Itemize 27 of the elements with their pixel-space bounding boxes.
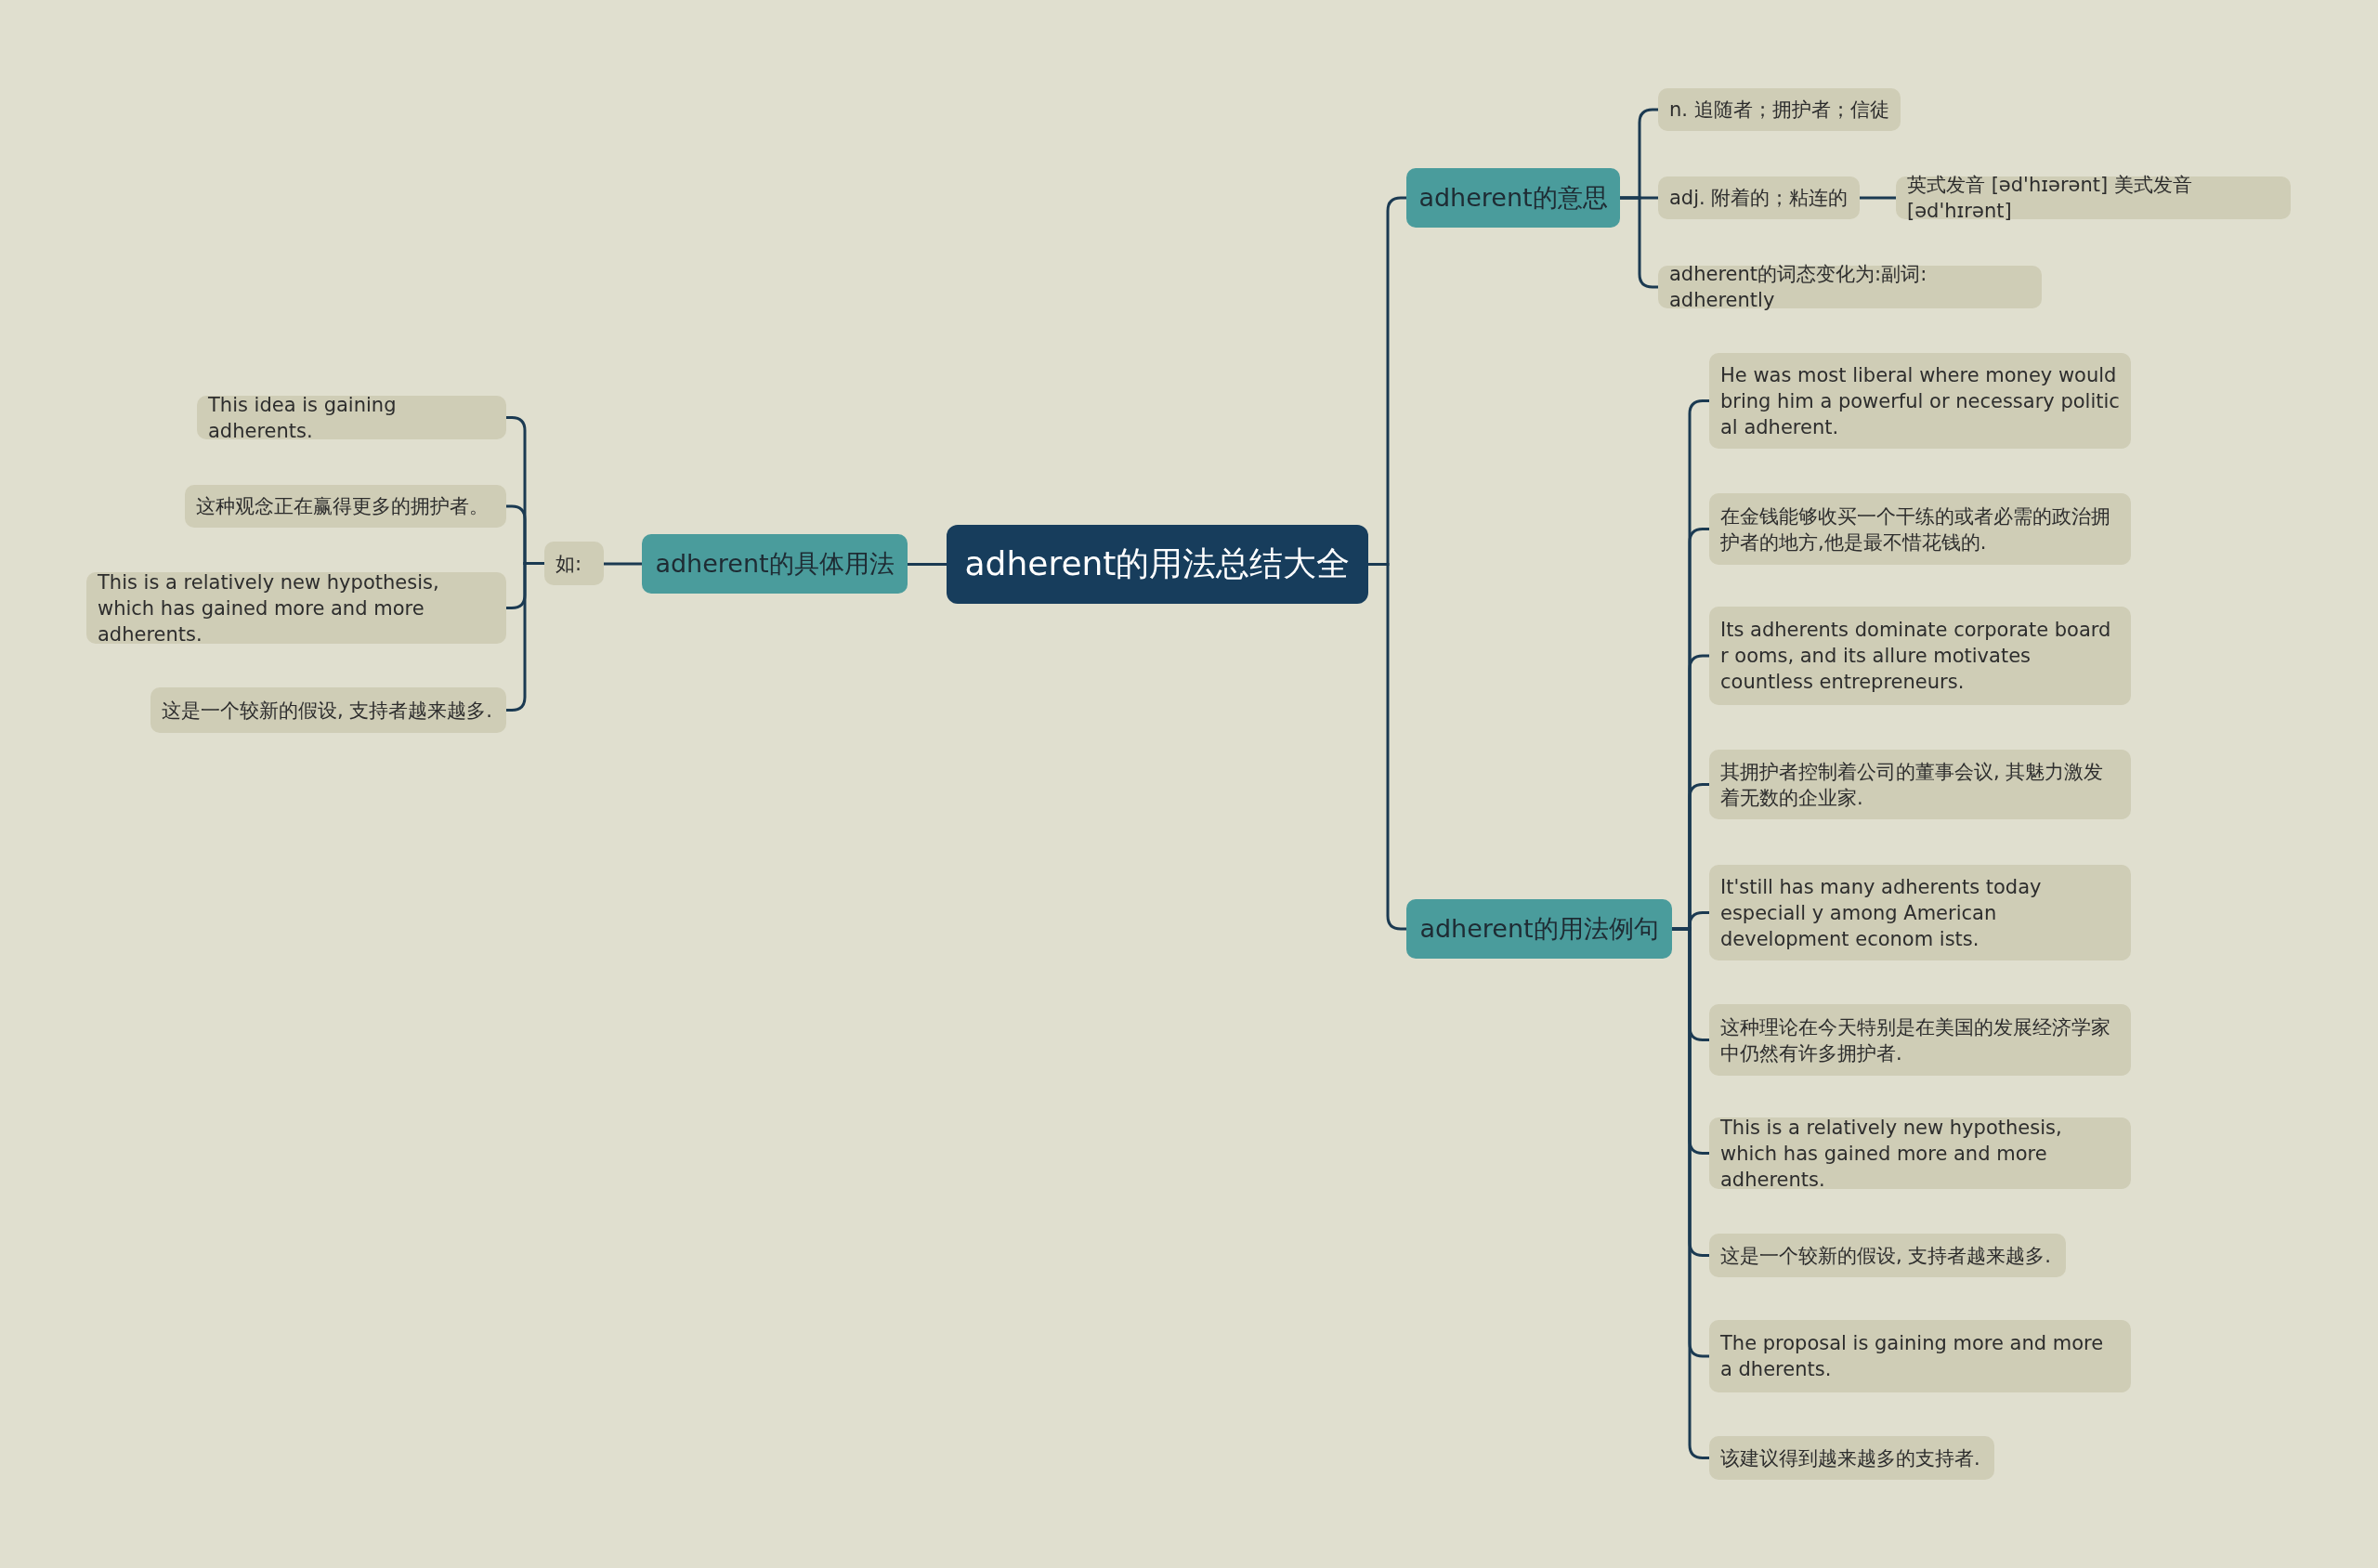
subtopic-box: It'still has many adherents today especiall y among American development econom ists. bbox=[1709, 865, 2131, 960]
subtopic-box: 这是一个较新的假设, 支持者越来越多. bbox=[1709, 1234, 2066, 1277]
subtopic-box: 这是一个较新的假设, 支持者越来越多. bbox=[150, 687, 506, 733]
subtopic-box: n. 追随者；拥护者；信徒 bbox=[1658, 88, 1901, 131]
branch-topic-box: adherent的用法例句 bbox=[1406, 899, 1672, 959]
subtopic-box: 该建议得到越来越多的支持者. bbox=[1709, 1436, 1994, 1480]
connector-line bbox=[1368, 563, 1406, 931]
subtopic-box: 其拥护者控制着公司的董事会议, 其魅力激发着无数的企业家. bbox=[1709, 750, 2131, 819]
subtopic-box: adherent的词态变化为:副词: adherently bbox=[1658, 266, 2042, 308]
connector-line bbox=[1860, 196, 1896, 200]
subtopic-box: This is a relatively new hypothesis, which has gained more and more adherents. bbox=[1709, 1117, 2131, 1189]
subtopic-box: adj. 附着的；粘连的 bbox=[1658, 176, 1860, 219]
branch-topic-box: adherent的具体用法 bbox=[642, 534, 908, 594]
subtopic-box: He was most liberal where money would bring him a powerful or necessary politic al adherent. bbox=[1709, 353, 2131, 449]
subtopic-box: Its adherents dominate corporate board r ooms, and its allure motivates countless entrepreneurs. bbox=[1709, 607, 2131, 705]
branch-topic-box: adherent的意思 bbox=[1406, 168, 1620, 228]
subtopic-box: 如: bbox=[544, 542, 604, 585]
connector-line bbox=[908, 563, 947, 566]
subtopic-box: The proposal is gaining more and more a dherents. bbox=[1709, 1320, 2131, 1392]
subtopic-box: 英式发音 [əd'hɪərənt] 美式发音 [əd'hɪrənt] bbox=[1896, 176, 2291, 219]
subtopic-box: 在金钱能够收买一个干练的或者必需的政治拥护者的地方,他是最不惜花钱的. bbox=[1709, 493, 2131, 565]
subtopic-box: This idea is gaining adherents. bbox=[197, 396, 506, 439]
central-topic-box: adherent的用法总结大全 bbox=[947, 525, 1368, 604]
connector-line bbox=[604, 562, 642, 566]
subtopic-box: This is a relatively new hypothesis, which has gained more and more adherents. bbox=[86, 572, 506, 644]
subtopic-box: 这种观念正在赢得更多的拥护者。 bbox=[185, 485, 506, 528]
subtopic-box: 这种理论在今天特别是在美国的发展经济学家中仍然有许多拥护者. bbox=[1709, 1004, 2131, 1076]
